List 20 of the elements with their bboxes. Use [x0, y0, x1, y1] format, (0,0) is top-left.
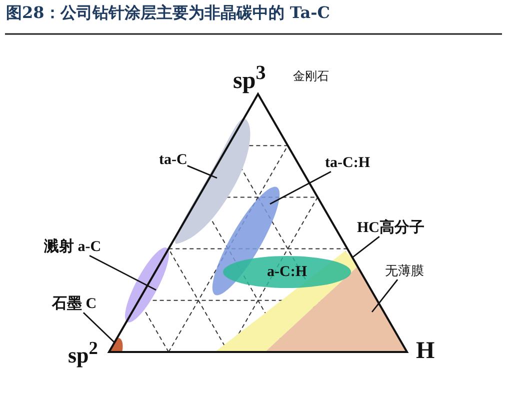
axis-vertex-label: sp$^{3}$ [233, 62, 266, 94]
sputtered-a-c-region [125, 248, 169, 322]
figure-title: 图28：公司钻针涂层主要为非晶碳中的 Ta-C [6, 4, 330, 22]
region-label: 溅射 a-C [44, 239, 102, 255]
leader-line [371, 279, 398, 312]
region-label: a-C:H [267, 264, 307, 280]
leader-line [352, 236, 380, 258]
leader-line [82, 312, 114, 342]
axis-vertex-label: sp$^{2}$ [68, 338, 98, 368]
region-label: ta-C:H [325, 155, 370, 171]
graphite-region [109, 338, 123, 352]
region-label: 石墨 C [52, 296, 97, 312]
leader-line [187, 165, 218, 179]
region-label: 无薄膜 [385, 264, 424, 279]
axis-vertex-label: H [416, 338, 435, 364]
vertex-note: 金刚石 [293, 70, 329, 84]
region-label: ta-C [159, 152, 188, 168]
leader-line [270, 170, 332, 205]
leader-line [89, 254, 156, 291]
region-label: HC高分子 [357, 220, 424, 236]
